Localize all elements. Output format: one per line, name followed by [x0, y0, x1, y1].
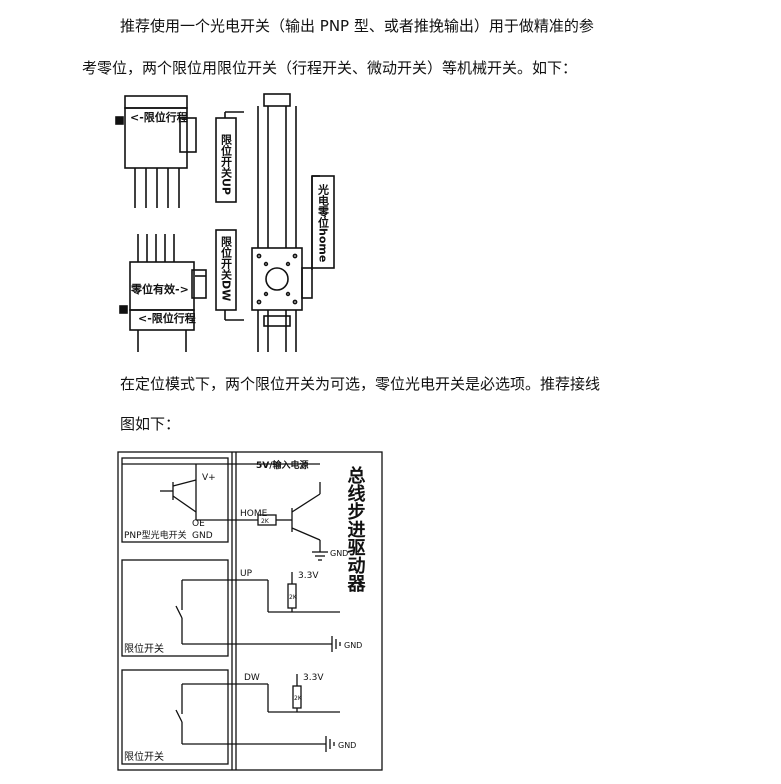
intro-line-2: 考零位，两个限位用限位开关（行程开关、微动开关）等机械开关。如下： [82, 59, 578, 77]
dw-gnd-tag: GND [338, 741, 356, 750]
driver-title: 总线步进驱动器 [345, 465, 367, 593]
label-limit-up: 限位开关UP [220, 133, 233, 195]
home-label: HOME [240, 509, 268, 519]
oe-label: OE [192, 519, 205, 529]
label-limit-dw: 限位开关DW [220, 235, 233, 302]
limit-up-frame [215, 117, 237, 203]
limit-switch-top [115, 95, 197, 208]
intro-line-1: 推荐使用一个光电开关（输出 PNP 型、或者推挽输出）用于做精准的参 [120, 17, 594, 35]
label-home-sensor: 光电零位home [317, 183, 331, 263]
up-box-label: 限位开关 [124, 642, 164, 655]
up-gnd-tag: GND [344, 641, 362, 650]
mechanical-diagram [115, 93, 335, 352]
wiring-outer-frame [117, 451, 383, 771]
label-home-valid: 零位有效-> [130, 282, 189, 296]
pnp-box [121, 457, 229, 543]
up-label: UP [240, 569, 253, 579]
up-resistor-label: 2K [289, 594, 298, 601]
wiring-diagram [117, 451, 383, 771]
up-v33-label: 3.3V [298, 571, 319, 581]
linear-rail [251, 93, 313, 352]
dw-v33-label: 3.3V [303, 673, 324, 683]
mode-line-2: 图如下： [120, 415, 181, 433]
dw-box-label: 限位开关 [124, 750, 164, 763]
label-limit-stroke-top: <-限位行程 [130, 110, 188, 124]
home-frame [311, 175, 335, 269]
limit-switch-bottom [119, 234, 207, 352]
limit-dw-box [121, 669, 229, 765]
pnp-box-label: PNP型光电开关 [124, 529, 187, 541]
power-label: 5V/输入电源 [256, 459, 309, 471]
limit-dw-frame [215, 229, 237, 311]
label-limit-stroke-bottom: <-限位行程 [138, 311, 196, 325]
dw-label: DW [244, 673, 260, 683]
home-resistor-label: 2K [261, 518, 270, 525]
vplus-label: V+ [202, 473, 216, 483]
limit-up-box [121, 559, 229, 657]
dw-resistor-label: 2K [294, 695, 303, 702]
home-gnd-tag: GND [330, 549, 348, 558]
gnd-label: GND [192, 531, 213, 541]
mode-line-1: 在定位模式下，两个限位开关为可选，零位光电开关是必选项。推荐接线 [120, 375, 601, 393]
